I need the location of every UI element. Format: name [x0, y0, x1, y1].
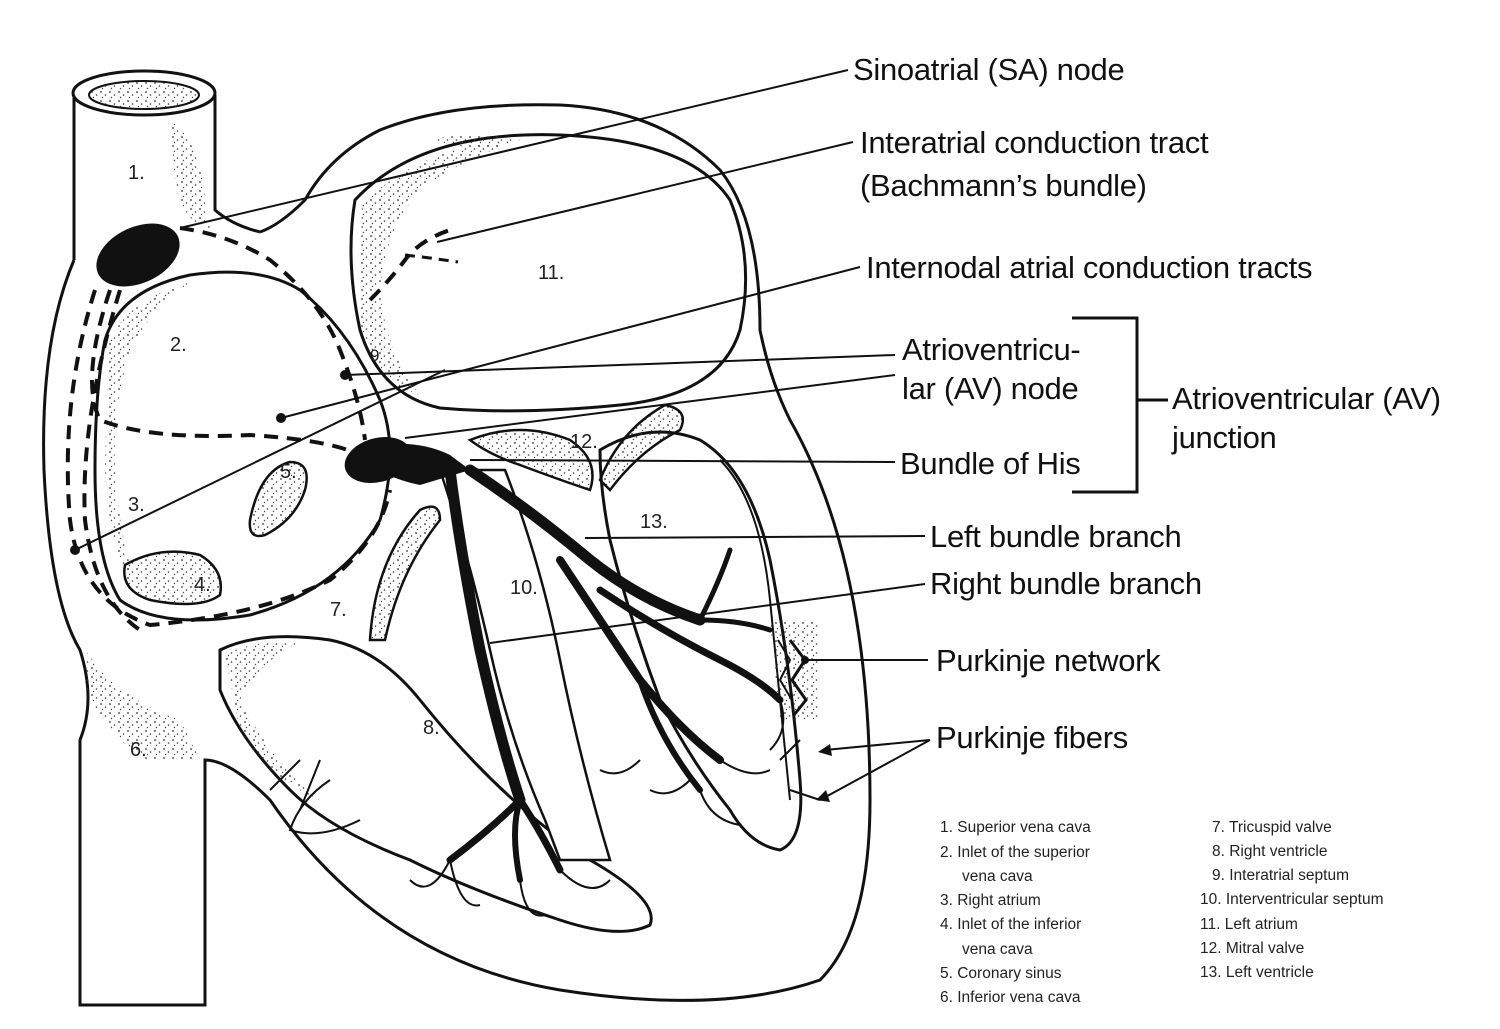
- right-atrium-stipple: [105, 282, 190, 580]
- region-number-11: 11.: [538, 262, 565, 284]
- region-number-7: 7.: [330, 599, 347, 621]
- ivc-stipple: [85, 650, 200, 760]
- bundle-branches: [444, 464, 784, 883]
- region-number-9: 9: [370, 346, 380, 365]
- label-purkinje-network: Purkinje network: [936, 643, 1161, 678]
- legend-item: 1. Superior vena cava: [940, 819, 1091, 836]
- legend-item: 6. Inferior vena cava: [940, 989, 1081, 1006]
- legend-item: 7. Tricuspid valve: [1212, 819, 1332, 836]
- superior-vena-cava: [71, 69, 261, 260]
- label-internodal: Internodal atrial conduction tracts: [866, 250, 1313, 285]
- region-number-10: 10.: [510, 577, 538, 599]
- legend-item: 13. Left ventricle: [1200, 964, 1314, 981]
- purkinje-network-stipple: [770, 620, 820, 720]
- label-interatrial-1: Interatrial conduction tract: [860, 125, 1209, 160]
- region-number-5: 5.: [280, 461, 297, 483]
- rv-stipple: [225, 641, 320, 800]
- legend-item: 9. Interatrial septum: [1212, 867, 1349, 884]
- right-ventricle-wall: [218, 635, 653, 933]
- coronary-sinus: [248, 460, 308, 538]
- leader-endpoints: [70, 370, 832, 802]
- ivc-inlet: [123, 550, 223, 606]
- region-number-1: 1.: [128, 162, 145, 184]
- region-number-2: 2.: [170, 334, 187, 356]
- label-junction-1: Atrioventricular (AV): [1172, 381, 1441, 416]
- region-number-12: 12.: [570, 431, 598, 453]
- legend-item: 11. Left atrium: [1200, 916, 1298, 933]
- tricuspid-valve-leaflet: [368, 505, 442, 642]
- left-atrium-wall: [349, 133, 748, 413]
- legend-item: vena cava: [962, 941, 1033, 958]
- region-number-4: 4.: [194, 574, 211, 596]
- left-atrium-stipple: [360, 140, 520, 395]
- legend-item: 5. Coronary sinus: [940, 965, 1062, 982]
- lv-inner-wall: [719, 459, 791, 801]
- legend-item: 3. Right atrium: [940, 892, 1041, 909]
- label-left-bundle-branch: Left bundle branch: [930, 519, 1182, 554]
- region-number-13: 13.: [640, 511, 668, 533]
- label-right-bundle-branch: Right bundle branch: [930, 566, 1202, 601]
- interventricular-septum: [438, 468, 612, 862]
- purkinje-fibers: [269, 699, 821, 917]
- label-sa-node: Sinoatrial (SA) node: [853, 52, 1125, 87]
- label-bundle-of-his: Bundle of His: [900, 446, 1081, 481]
- leader-lines: [74, 69, 1168, 801]
- label-purkinje-fibers: Purkinje fibers: [936, 720, 1128, 755]
- svc-stipple: [170, 120, 210, 230]
- sa-node: [96, 223, 180, 287]
- label-junction-2: junction: [1172, 420, 1277, 455]
- legend-item: 8. Right ventricle: [1212, 843, 1328, 860]
- internodal-tracts: [65, 226, 392, 632]
- label-interatrial-2: (Bachmann’s bundle): [860, 168, 1147, 203]
- legend-item: vena cava: [962, 868, 1033, 885]
- label-av-node-2: lar (AV) node: [902, 371, 1079, 406]
- legend-item: 12. Mitral valve: [1200, 940, 1305, 957]
- label-av-node-1: Atrioventricu-: [902, 332, 1081, 367]
- legend-item: 10. Interventricular septum: [1200, 891, 1384, 908]
- legend-item: 2. Inlet of the superior: [940, 844, 1090, 861]
- bachmann-dashes: [368, 228, 451, 302]
- region-number-8: 8.: [423, 717, 440, 739]
- region-number-6: 6.: [130, 739, 147, 761]
- legend-item: 4. Inlet of the inferior: [940, 916, 1082, 933]
- region-number-3: 3.: [128, 494, 145, 516]
